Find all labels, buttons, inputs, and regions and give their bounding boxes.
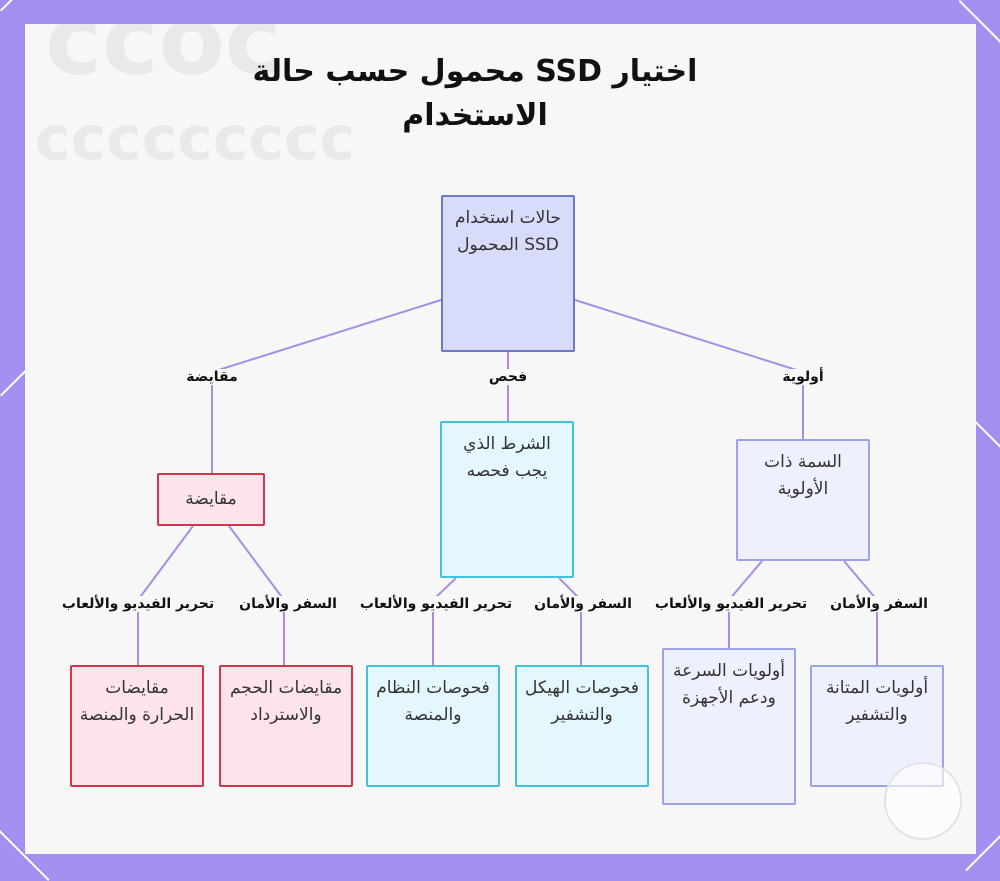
size-recovery-tradeoffs-node: مقايضات الحجم والاسترداد bbox=[219, 665, 353, 787]
thermal-platform-tradeoffs-node: مقايضات الحرارة والمنصة bbox=[70, 665, 204, 787]
edge-label-tradeoff: مقايضة bbox=[184, 369, 240, 385]
connector-line bbox=[574, 299, 804, 439]
edge-label-travel-security: السفر والأمان bbox=[237, 596, 339, 612]
system-platform-checks-node: فحوصات النظام والمنصة bbox=[366, 665, 500, 787]
diagram-title: اختيار SSD محمول حسب حالة الاستخدام bbox=[252, 54, 698, 133]
watermark-logo bbox=[884, 762, 962, 840]
edge-label-travel-security: السفر والأمان bbox=[532, 596, 634, 612]
enclosure-encryption-checks-node: فحوصات الهيكل والتشفير bbox=[515, 665, 649, 787]
connector-line bbox=[432, 577, 457, 665]
root-node: حالات استخدام SSD المحمول bbox=[441, 195, 575, 352]
edge-label-video-gaming: تحرير الفيديو والألعاب bbox=[59, 596, 217, 612]
check-node: الشرط الذي يجب فحصه bbox=[440, 421, 574, 578]
speed-device-support-priorities-node: أولويات السرعة ودعم الأجهزة bbox=[662, 648, 796, 805]
background-watermark: ссос bbox=[45, 24, 282, 96]
edge-label-video-gaming: تحرير الفيديو والألعاب bbox=[357, 596, 515, 612]
connector-line bbox=[211, 299, 442, 473]
priority-node: السمة ذات الأولوية bbox=[736, 439, 870, 561]
connector-line bbox=[843, 560, 878, 665]
edge-label-priority: أولوية bbox=[780, 369, 826, 385]
edge-label-video-gaming: تحرير الفيديو والألعاب bbox=[652, 596, 810, 612]
background-watermark: ccccccccc bbox=[35, 104, 356, 174]
connector-line bbox=[558, 577, 582, 665]
edge-label-check: فحص bbox=[486, 369, 530, 385]
edge-label-travel-security: السفر والأمان bbox=[828, 596, 930, 612]
tradeoff-node: مقايضة bbox=[157, 473, 265, 526]
